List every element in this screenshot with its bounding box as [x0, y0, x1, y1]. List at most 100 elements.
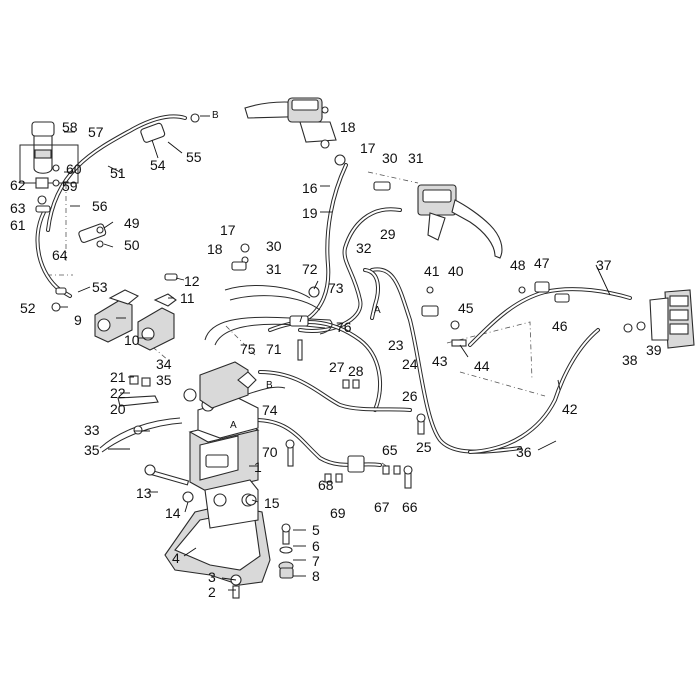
callout-33: 33: [84, 422, 100, 438]
callout-51: 51: [110, 165, 126, 181]
callout-7: 7: [312, 553, 320, 569]
abs-modulator: [183, 361, 260, 493]
callout-5: 5: [312, 522, 320, 538]
callout-16: 16: [302, 180, 318, 196]
callout-14: 14: [165, 505, 181, 521]
callout-74: 74: [262, 402, 278, 418]
callout-20: 20: [110, 401, 126, 417]
callout-36: 36: [516, 444, 532, 460]
pipe-74: [244, 386, 286, 396]
callout-65: 65: [382, 442, 398, 458]
callout-23: 23: [388, 337, 404, 353]
callout-35b: 35: [84, 442, 100, 458]
ref-a-top: A: [374, 305, 381, 316]
callout-31a: 31: [408, 150, 424, 166]
callout-64: 64: [52, 247, 68, 263]
callout-31b: 31: [266, 261, 282, 277]
hardware: [35, 113, 646, 599]
callout-22: 22: [110, 385, 126, 401]
callout-11: 11: [180, 290, 195, 306]
callout-10: 10: [124, 332, 140, 348]
callout-8: 8: [312, 568, 320, 584]
callout-70: 70: [262, 444, 278, 460]
callout-56: 56: [92, 198, 108, 214]
rear-caliper: [649, 289, 695, 349]
right-master-cylinder: [244, 97, 337, 143]
callout-26: 26: [402, 388, 418, 404]
hose-24: [258, 370, 412, 412]
callout-46: 46: [552, 318, 568, 334]
callout-29: 29: [380, 226, 396, 242]
callout-17a: 17: [360, 140, 376, 156]
callout-69: 69: [330, 505, 346, 521]
callout-72: 72: [302, 261, 318, 277]
callout-2: 2: [208, 584, 216, 600]
callout-25: 25: [416, 439, 432, 455]
ref-a-bottom: A: [230, 420, 237, 431]
callout-9: 9: [74, 312, 82, 328]
callout-45: 45: [458, 300, 474, 316]
callout-75: 75: [240, 341, 256, 357]
callout-18a: 18: [340, 119, 356, 135]
callout-55: 55: [186, 149, 202, 165]
callout-57: 57: [88, 124, 104, 140]
ref-b-bottom: B: [266, 380, 273, 391]
callout-35a: 35: [156, 372, 172, 388]
mounting-bracket: [164, 479, 271, 586]
callout-37: 37: [596, 257, 612, 273]
reservoir: [19, 121, 79, 189]
callout-30a: 30: [382, 150, 398, 166]
callout-4: 4: [172, 550, 180, 566]
callout-13: 13: [136, 485, 152, 501]
callout-52: 52: [20, 300, 36, 316]
callout-71: 71: [266, 341, 282, 357]
callout-labels: 1 2 3 4 5 6 7 8 9 10 11 12 13 14 15 16 1…: [10, 110, 662, 600]
valve-block: [94, 289, 177, 351]
callout-47: 47: [534, 255, 550, 271]
callout-34: 34: [156, 356, 172, 372]
leader-lines: [60, 115, 611, 591]
callout-61: 61: [10, 217, 26, 233]
callout-63: 63: [10, 200, 26, 216]
callout-6: 6: [312, 538, 320, 554]
callout-12: 12: [184, 273, 200, 289]
callout-17b: 17: [220, 222, 236, 238]
reference-dash-lines: [47, 171, 546, 471]
hose-37: [468, 287, 632, 347]
pipe-36: [468, 328, 600, 454]
callout-21: 21: [110, 369, 126, 385]
callout-3: 3: [208, 569, 216, 585]
callout-49: 49: [124, 215, 140, 231]
callout-50: 50: [124, 237, 140, 253]
callout-27: 27: [329, 359, 345, 375]
callout-43: 43: [432, 353, 448, 369]
callout-67: 67: [374, 499, 390, 515]
callout-15: 15: [264, 495, 280, 511]
callout-39: 39: [646, 342, 662, 358]
callout-68: 68: [318, 477, 334, 493]
callout-38: 38: [622, 352, 638, 368]
callout-40: 40: [448, 263, 464, 279]
callout-41: 41: [424, 263, 440, 279]
callout-53: 53: [92, 279, 108, 295]
callout-42: 42: [562, 401, 578, 417]
pipe-42: [557, 379, 561, 391]
callout-1: 1: [254, 459, 262, 475]
callout-60: 60: [66, 161, 82, 177]
callout-66: 66: [402, 499, 418, 515]
callout-24: 24: [402, 356, 418, 372]
callout-54: 54: [150, 157, 166, 173]
ref-b-top: B: [212, 110, 219, 121]
left-master-cylinder: [417, 184, 503, 259]
callout-19: 19: [302, 205, 318, 221]
callout-28: 28: [348, 363, 364, 379]
callout-32: 32: [356, 240, 372, 256]
callout-30b: 30: [266, 238, 282, 254]
callout-48: 48: [510, 257, 526, 273]
callout-58: 58: [62, 119, 78, 135]
callout-18b: 18: [207, 241, 223, 257]
callout-76: 76: [336, 319, 352, 335]
callout-44: 44: [474, 358, 490, 374]
callout-59: 59: [62, 178, 78, 194]
